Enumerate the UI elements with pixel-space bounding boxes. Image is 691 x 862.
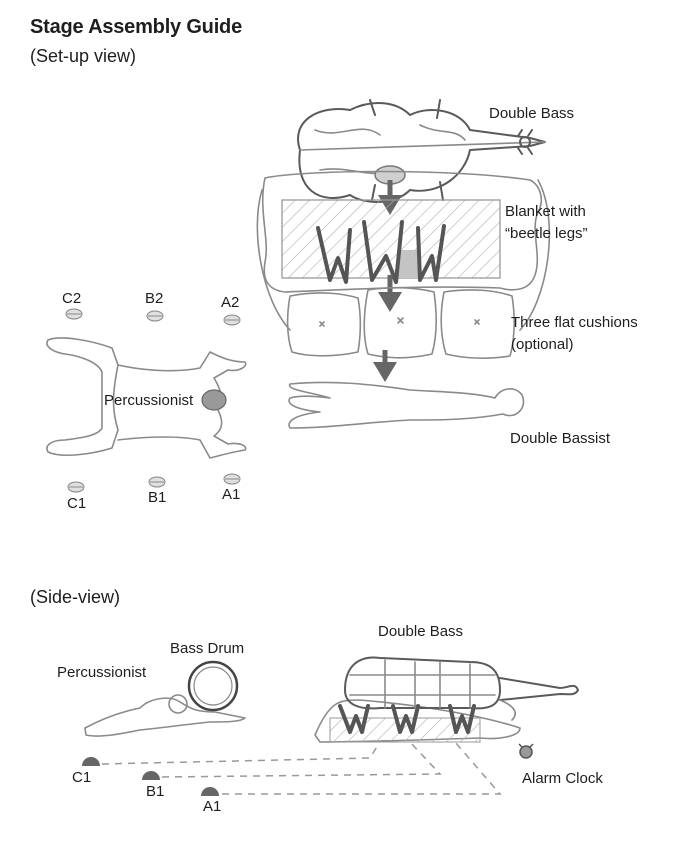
arrow-blanket-to-cushions xyxy=(378,275,402,312)
label-marker-c1: C1 xyxy=(67,495,87,512)
label-marker-b2: B2 xyxy=(145,290,164,307)
label-double-bass: Double Bass xyxy=(489,105,575,122)
label-double-bassist: Double Bassist xyxy=(510,430,611,447)
side-marker-c1 xyxy=(82,757,100,766)
label-marker-a2: A2 xyxy=(221,294,240,311)
double-bass-sideview-illustration xyxy=(314,656,579,743)
label-cushions-line2: (optional) xyxy=(511,336,574,353)
marker-c1 xyxy=(67,481,85,493)
marker-b1 xyxy=(148,476,166,488)
setup-view-subtitle: (Set-up view) xyxy=(30,46,137,66)
dashed-guide-lines xyxy=(101,741,502,795)
blanket-illustration xyxy=(256,170,551,331)
label-bass-drum: Bass Drum xyxy=(170,640,245,657)
side-view-title: (Side-view) xyxy=(30,587,121,607)
label-percussionist-setup: Percussionist xyxy=(104,392,194,409)
label-double-bass-side: Double Bass xyxy=(378,623,464,640)
side-marker-b1 xyxy=(142,771,160,780)
marker-a1 xyxy=(223,473,241,485)
label-alarm-clock: Alarm Clock xyxy=(522,770,603,787)
label-marker-a1: A1 xyxy=(222,486,241,503)
label-side-marker-b1: B1 xyxy=(146,783,165,800)
double-bass-topview-illustration xyxy=(297,99,546,203)
label-blanket-line2: “beetle legs” xyxy=(505,225,588,242)
label-marker-b1: B1 xyxy=(148,489,167,506)
label-cushions-line1: Three flat cushions xyxy=(511,314,638,331)
alarm-clock-illustration xyxy=(518,743,534,759)
label-marker-c2: C2 xyxy=(62,290,82,307)
side-marker-a1 xyxy=(201,787,219,796)
cushions-illustration xyxy=(286,287,515,359)
label-side-marker-a1: A1 xyxy=(203,798,222,815)
marker-b2 xyxy=(146,310,164,322)
double-bassist-illustration xyxy=(288,381,525,429)
marker-a2 xyxy=(223,314,241,326)
marker-c2 xyxy=(65,308,83,320)
page-title: Stage Assembly Guide xyxy=(30,16,242,38)
bass-drum-illustration xyxy=(187,660,239,712)
label-side-marker-c1: C1 xyxy=(72,769,92,786)
percussionist-side-illustration xyxy=(84,694,246,737)
label-blanket-line1: Blanket with xyxy=(505,203,586,220)
percussionist-setup-illustration xyxy=(46,337,247,459)
arrow-cushions-to-bassist xyxy=(373,350,397,382)
label-percussionist-side: Percussionist xyxy=(57,664,147,681)
